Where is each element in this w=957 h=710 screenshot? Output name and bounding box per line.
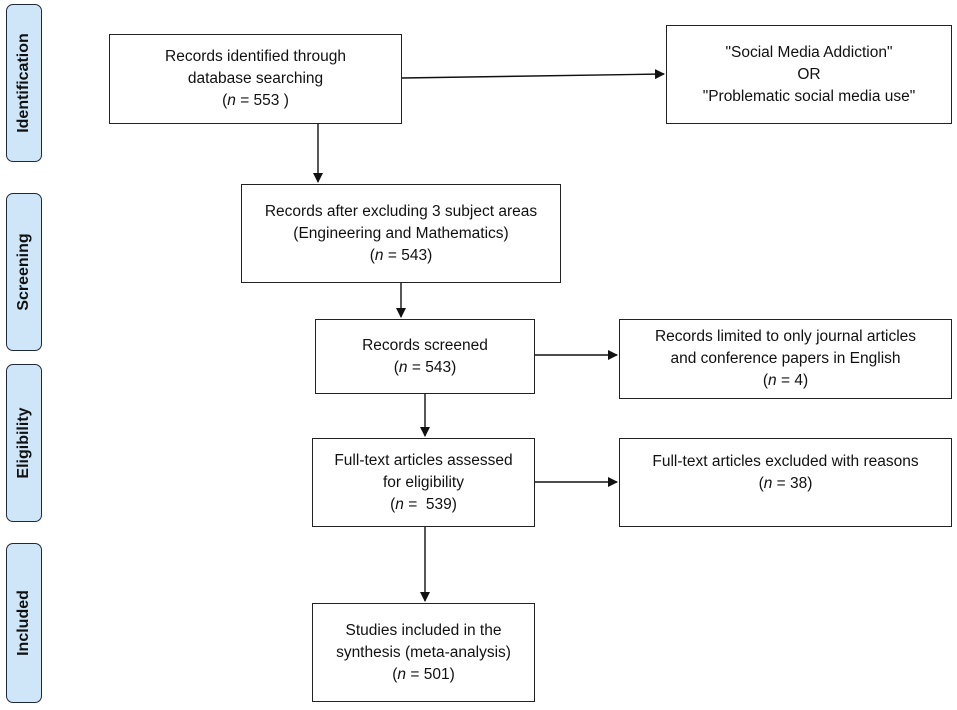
phase-eligibility: Eligibility — [6, 364, 42, 522]
box-studies-included: Studies included in the synthesis (meta-… — [312, 603, 535, 702]
box-records-after-exclusion: Records after excluding 3 subject areas … — [241, 184, 561, 283]
count-after-exclusion: (n = 543) — [369, 246, 433, 264]
count-studies-included: (n = 501) — [392, 665, 455, 683]
phase-screening: Screening — [6, 193, 42, 351]
box-records-identified: Records identified through database sear… — [109, 34, 402, 124]
count-full-text-excluded: (n = 38) — [758, 475, 813, 492]
box-full-text-excluded: Full-text articles excluded with reasons… — [619, 438, 952, 527]
phase-included: Included — [6, 543, 42, 703]
box-search-terms: "Social Media Addiction" OR "Problematic… — [666, 25, 952, 124]
box-records-limited: Records limited to only journal articles… — [619, 319, 952, 399]
arrow-identified-to-search-terms — [401, 69, 665, 80]
box-full-text-assessed: Full-text articles assessed for eligibil… — [312, 438, 535, 527]
count-records-identified: (n = 553 ) — [222, 92, 289, 109]
count-records-screened: (n = 543) — [393, 358, 457, 376]
phase-identification: Identification — [6, 4, 42, 162]
count-full-text-assessed: (n = 539) — [390, 495, 457, 513]
count-records-limited: (n = 4) — [762, 372, 809, 389]
box-records-screened: Records screened (n = 543) — [315, 319, 535, 394]
